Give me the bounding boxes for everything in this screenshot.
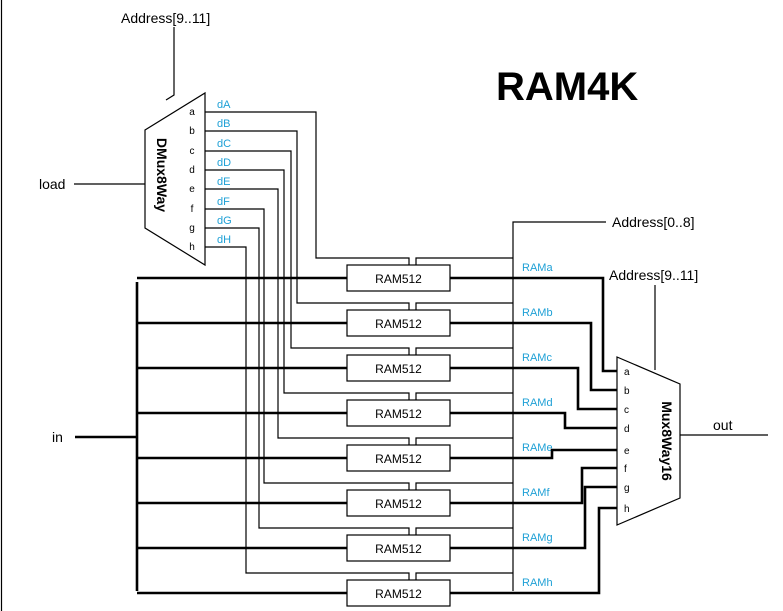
load-line-a: [205, 111, 410, 265]
dmux-output-7: dH: [217, 234, 231, 246]
address-branch-1: [415, 302, 513, 310]
address-branch-4: [415, 437, 513, 445]
ram-output-label-2: RAMc: [522, 352, 552, 364]
dmux-port-a: a: [189, 107, 195, 118]
ram512-chip-6: [346, 534, 451, 562]
mux-port-h: h: [624, 504, 630, 515]
ram-output-wire-7: [450, 506, 617, 595]
ram512-chip-4: [346, 444, 451, 472]
diagram-title: RAM4K: [496, 65, 638, 109]
dmux-port-f: f: [191, 204, 194, 215]
ram-output-label-6: RAMg: [522, 532, 553, 544]
address-branch-7: [415, 572, 513, 580]
load-line-d: [205, 169, 410, 400]
dmux-output-4: dE: [217, 176, 230, 188]
ram512-label-0: RAM512: [375, 272, 422, 286]
ram-output-wire-0: [450, 276, 617, 373]
dmux-port-c: c: [190, 146, 195, 157]
ram512-chips: RAM512RAMaRAM512RAMbRAM512RAMcRAM512RAMd…: [137, 257, 617, 607]
dmux-output-2: dC: [217, 138, 231, 150]
dmux-port-e: e: [189, 184, 195, 195]
ram512-chip-5: [346, 489, 451, 517]
dmux-chip: [144, 91, 206, 267]
ram-output-wire-1: [450, 321, 617, 392]
load-line-e: [205, 188, 410, 445]
load-line-b: [205, 130, 410, 310]
load-label: load: [39, 176, 65, 192]
ram512-chip-2: [346, 354, 451, 382]
dmux-output-3: dD: [217, 157, 231, 169]
ram512-label-3: RAM512: [375, 407, 422, 421]
ram512-label-7: RAM512: [375, 587, 422, 601]
dmux-port-d: d: [189, 165, 195, 176]
mux-chip: [616, 356, 681, 526]
dmux-output-1: dB: [217, 118, 230, 130]
ram-output-label-7: RAMh: [522, 577, 553, 589]
ram512-chip-1: [346, 309, 451, 337]
mux-port-f: f: [624, 464, 627, 475]
load-line-f: [205, 208, 410, 490]
ram-output-wire-5: [450, 466, 617, 505]
mux-port-e: e: [624, 446, 630, 457]
ram512-label-4: RAM512: [375, 452, 422, 466]
ram-output-label-0: RAMa: [522, 262, 553, 274]
dmux-output-0: dA: [217, 99, 231, 111]
address-branch-6: [415, 527, 513, 535]
in-label: in: [52, 429, 63, 445]
ram512-label-2: RAM512: [375, 362, 422, 376]
ram512-chip-3: [346, 399, 451, 427]
address-branch-0: [415, 257, 513, 265]
load-line-g: [205, 227, 410, 535]
ram512-chip-7: [346, 579, 451, 607]
dmux-port-h: h: [189, 242, 195, 253]
dmux-output-labels: dA dB dC dD dE dF dG dH: [217, 99, 232, 246]
dmux-output-5: dF: [217, 196, 230, 208]
mux-port-d: d: [624, 424, 630, 435]
dmux-sel-wire: [165, 27, 175, 101]
ram-output-label-1: RAMb: [522, 307, 553, 319]
ram-output-wire-2: [450, 366, 617, 411]
ram-output-label-4: RAMe: [522, 442, 553, 454]
mux-port-g: g: [624, 483, 630, 494]
mux-port-b: b: [624, 386, 630, 397]
out-label: out: [713, 417, 733, 433]
ram512-label-1: RAM512: [375, 317, 422, 331]
dmux-output-wires: [205, 111, 410, 580]
load-line-c: [205, 150, 410, 355]
ram512-label-5: RAM512: [375, 497, 422, 511]
dmux-port-g: g: [189, 223, 195, 234]
mux-chip-name: Mux8Way16: [659, 401, 675, 481]
address-low-label: Address[0..8]: [612, 214, 695, 230]
load-line-h: [205, 246, 410, 580]
address-branch-3: [415, 392, 513, 400]
address-branch-2: [415, 347, 513, 355]
mux-port-a: a: [624, 367, 630, 378]
ram-output-wire-3: [450, 411, 617, 430]
mux-port-c: c: [624, 405, 629, 416]
ram-output-wire-6: [450, 485, 617, 550]
ram512-label-6: RAM512: [375, 542, 422, 556]
mux-sel-label: Address[9..11]: [609, 267, 698, 283]
dmux-output-6: dG: [217, 215, 232, 227]
dmux-port-b: b: [189, 126, 195, 137]
ram-output-label-5: RAMf: [522, 487, 550, 499]
address-branch-5: [415, 482, 513, 490]
ram-output-label-3: RAMd: [522, 397, 553, 409]
dmux-chip-name: DMux8Way: [154, 138, 170, 212]
ram-output-wire-4: [450, 448, 617, 460]
address-low-wire: [512, 221, 606, 591]
dmux-sel-label: Address[9..11]: [121, 10, 210, 26]
